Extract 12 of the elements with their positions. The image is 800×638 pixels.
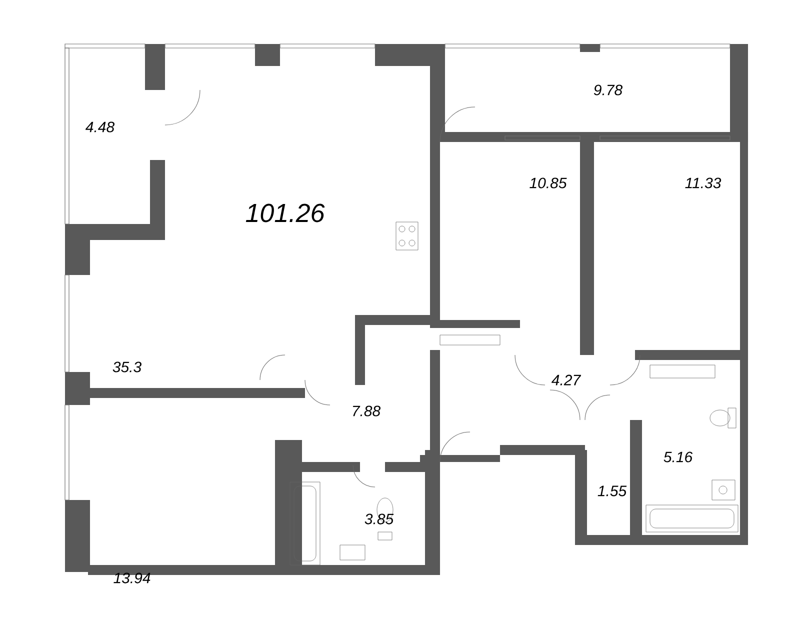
area-label: 7.88	[352, 406, 380, 416]
area-label: 101.26	[246, 204, 325, 222]
area-label: 3.85	[364, 514, 394, 524]
area-label: 13.94	[114, 572, 150, 584]
area-label: 5.16	[664, 452, 693, 462]
area-label: 35.3	[112, 362, 142, 372]
area-label: 11.33	[685, 178, 722, 188]
area-label: 9.78	[594, 84, 622, 96]
area-label: 10.85	[530, 178, 567, 188]
area-label: 4.27	[552, 374, 582, 386]
area-label: 1.55	[598, 486, 627, 496]
area-label: 4.48	[86, 122, 114, 132]
